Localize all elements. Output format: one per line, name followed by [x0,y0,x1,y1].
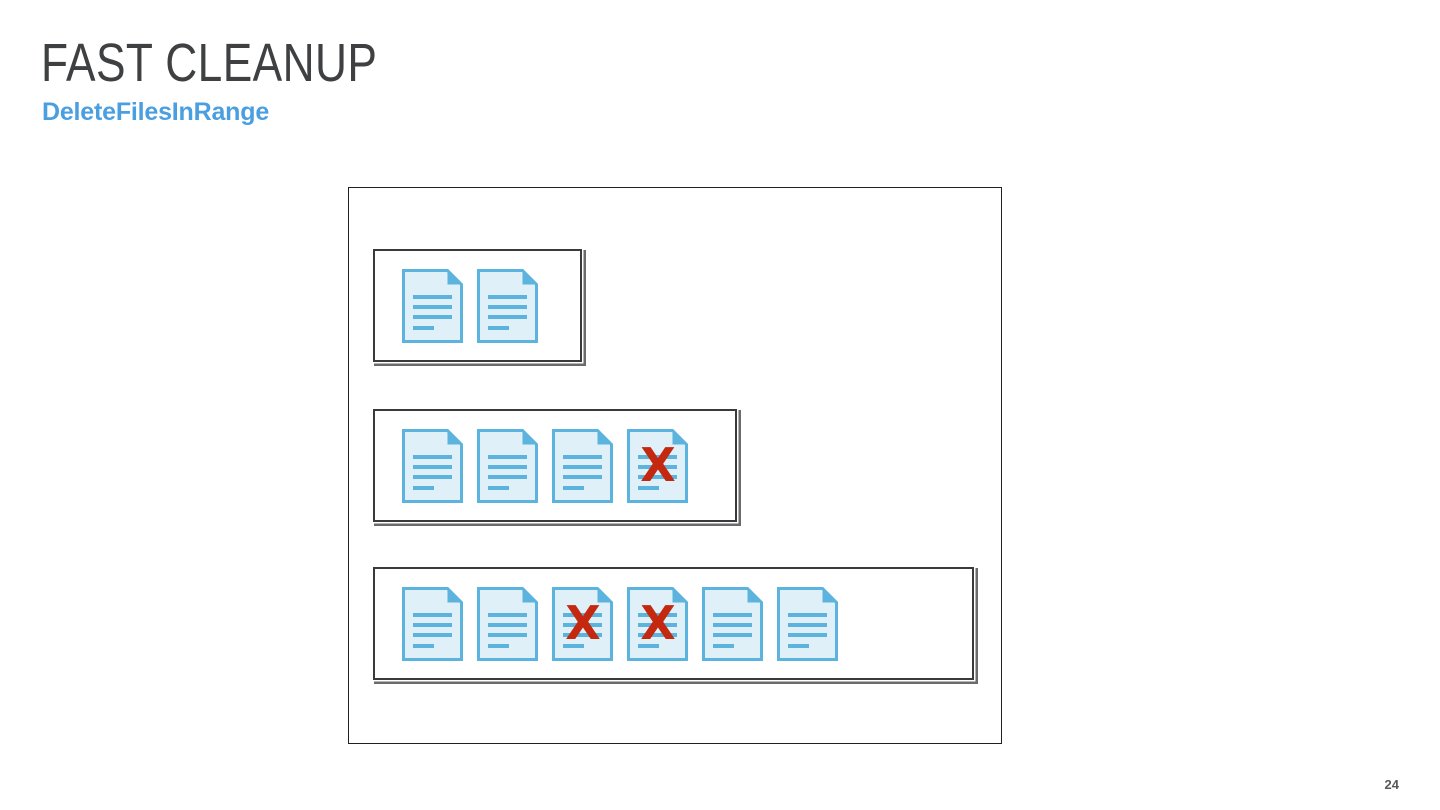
file-icon [777,586,838,661]
file-icon [402,586,463,661]
deleted-file-icon: X [552,586,613,661]
deleted-file-icon: X [627,586,688,661]
page-number: 24 [1384,777,1399,792]
range-box-1 [373,249,582,362]
file-icon [477,428,538,503]
range-file-list-1 [375,268,538,343]
slide-subtitle: DeleteFilesInRange [42,98,270,126]
file-icon [552,428,613,503]
file-icon [702,586,763,661]
range-file-list-2: X [375,428,688,503]
file-icon [477,586,538,661]
slide-title: FAST CLEANUP [41,33,378,93]
deleted-file-icon: X [627,428,688,503]
file-icon [402,268,463,343]
file-icon [477,268,538,343]
range-box-2: X [373,409,737,522]
file-icon [402,428,463,503]
